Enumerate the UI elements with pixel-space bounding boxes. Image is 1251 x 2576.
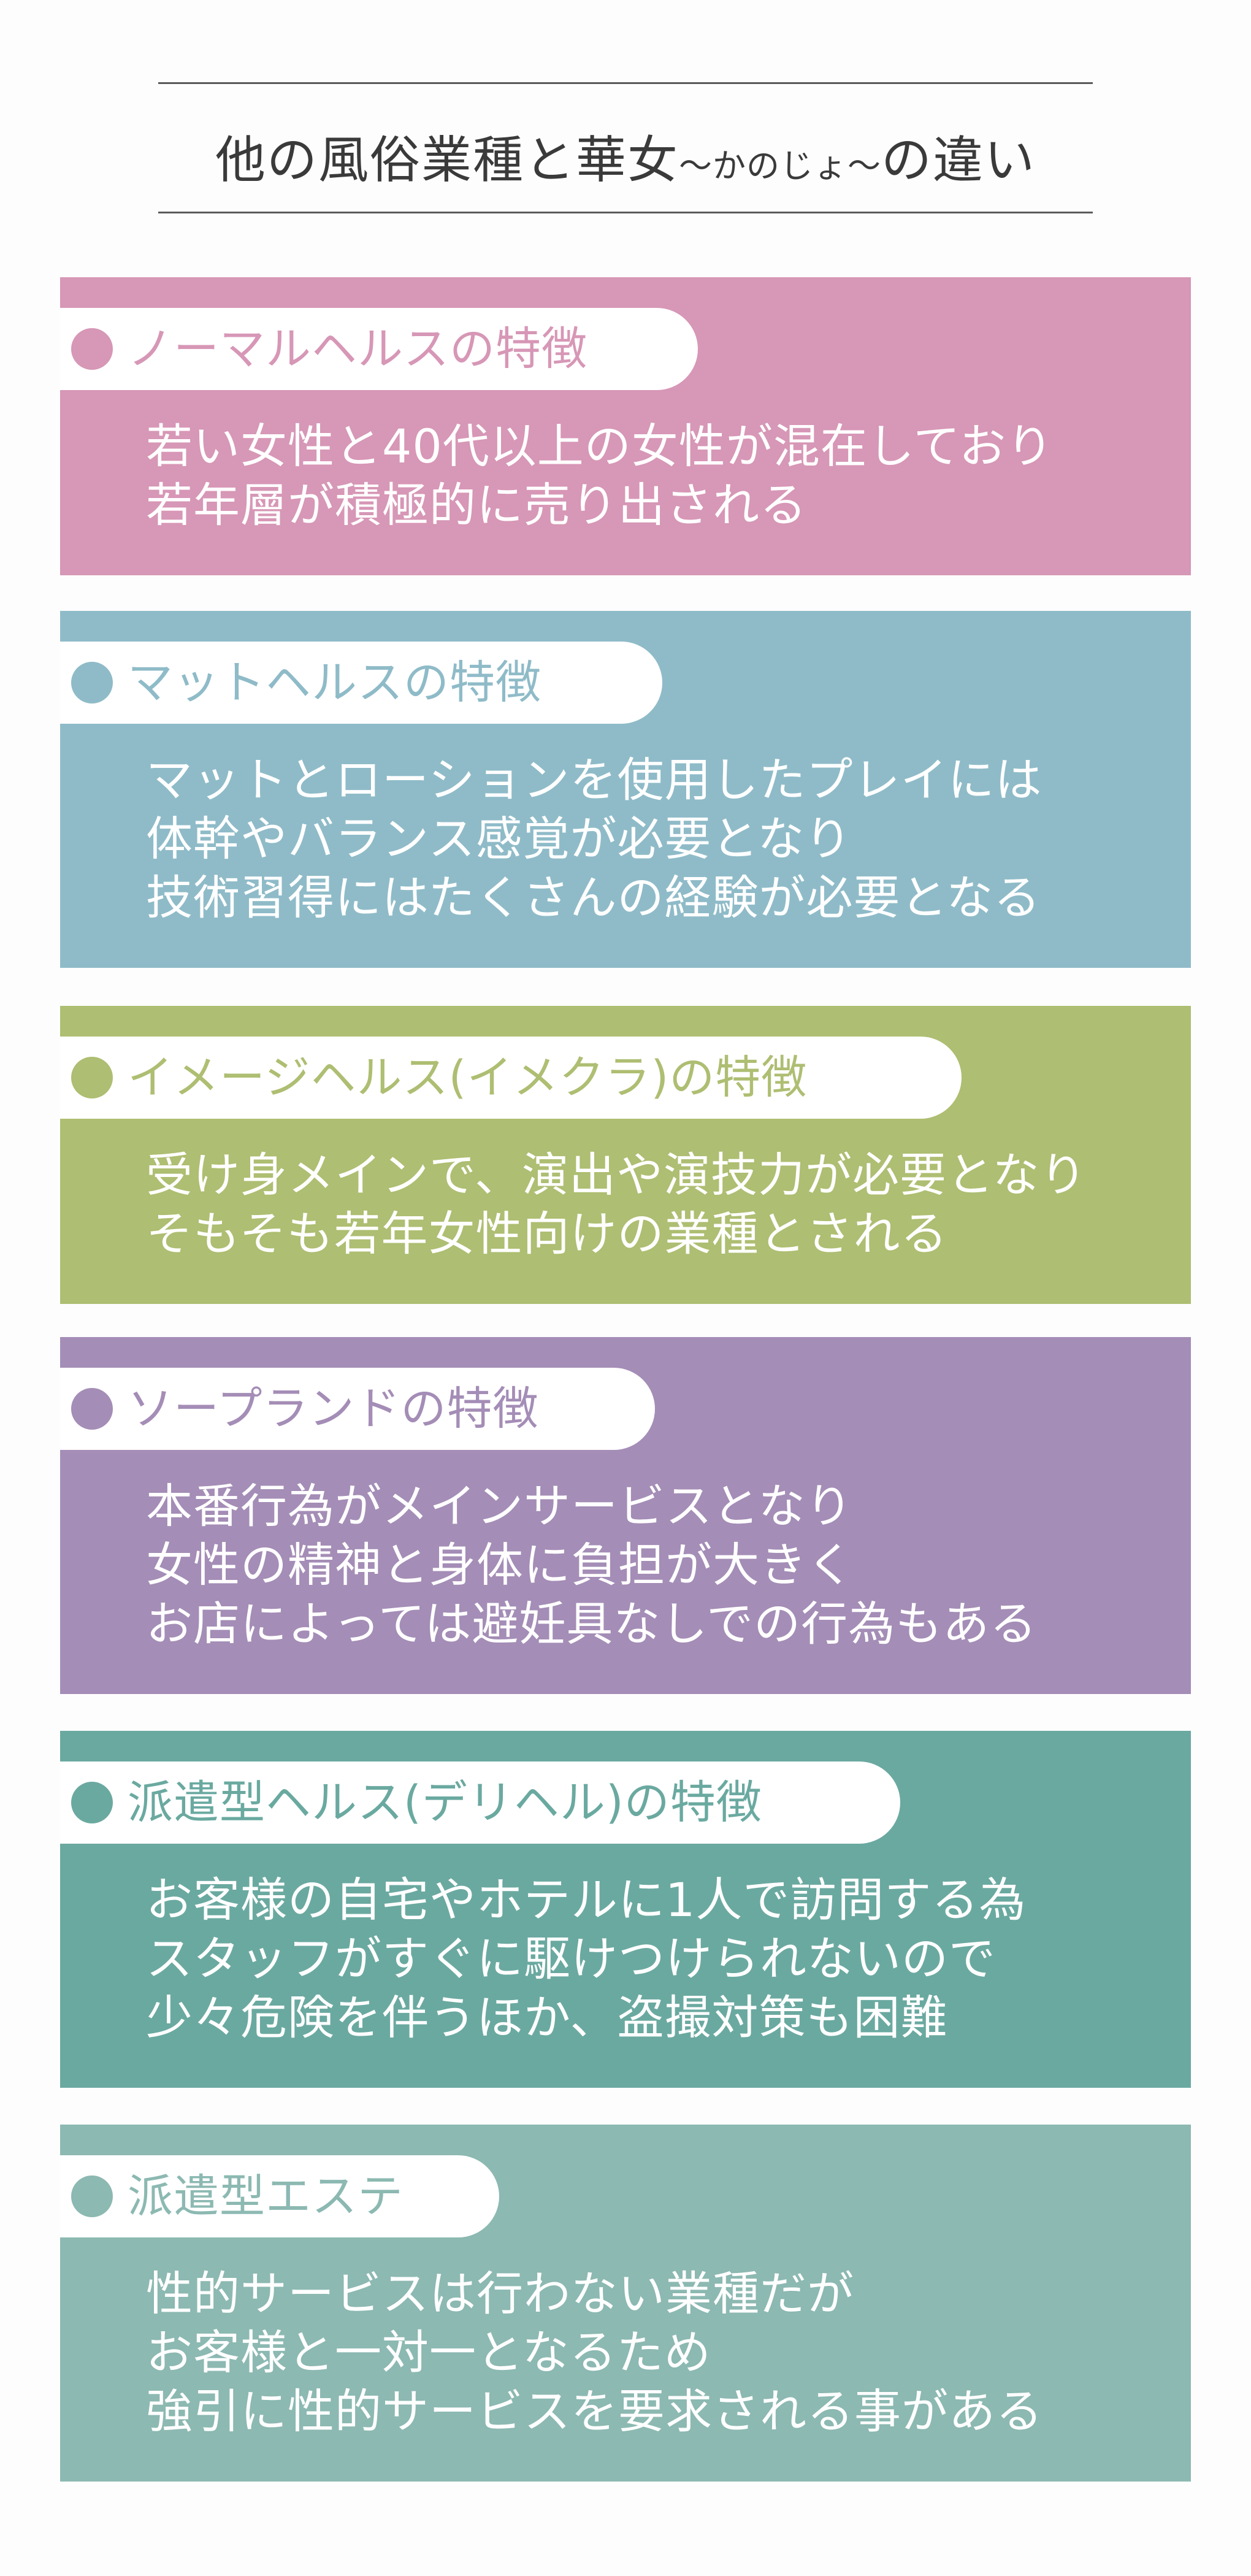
card-description: 性的サービスは行わない業種だが お客様と一対一となるため 強引に性的サービスを要… [146,2264,1154,2441]
card-title-pill: ノーマルヘルスの特徴 [60,308,698,390]
card-description-line: 強引に性的サービスを要求される事がある [146,2384,1043,2439]
card-description-line: 技術習得にはたくさんの経験が必要となる [146,870,1041,925]
bullet-dot-icon [71,1388,113,1430]
card-title: マットヘルスの特徴 [128,656,541,709]
bullet-dot-icon [71,2175,113,2217]
page-title-main: 他の風俗業種と華女 [215,131,679,190]
card-title: ソープランドの特徴 [128,1382,539,1435]
card-description-line: お客様の自宅やホテルに1人で訪問する為 [146,1873,1027,1927]
card-mat-health: マットヘルスの特徴 マットとローションを使用したプレイには 体幹やバランス感覚が… [60,611,1191,968]
card-description-line: 女性の精神と身体に負担が大きく [146,1538,854,1592]
card-description-line: 受け身メインで、演出や演技力が必要となり [146,1148,1087,1202]
bullet-dot-icon [71,328,113,370]
card-description: 受け身メインで、演出や演技力が必要となり そもそも若年女性向けの業種とされる [146,1146,1154,1263]
bullet-dot-icon [71,1782,113,1823]
page-title: 他の風俗業種と華女 〜かのじょ〜 の違い [158,119,1093,190]
card-description-line: お店によっては避妊具なしでの行為もある [146,1597,1038,1651]
card-description-line: そもそも若年女性向けの業種とされる [146,1206,948,1261]
bullet-dot-icon [71,1057,113,1098]
card-description-line: 若年層が積極的に売り出される [146,478,807,532]
card-description-line: マットとローションを使用したプレイには [146,753,1042,807]
card-description-line: 本番行為がメインサービスとなり [146,1479,853,1533]
card-title-pill: 派遣型ヘルス(デリヘル)の特徴 [60,1761,900,1844]
card-title: ノーマルヘルスの特徴 [128,323,587,375]
card-description-line: 体幹やバランス感覚が必要となり [146,811,852,866]
card-description-line: 性的サービスは行わない業種だが [146,2266,854,2321]
header-top-rule [158,82,1093,84]
card-description-line: 少々危険を伴うほか、盗撮対策も困難 [146,1990,948,2045]
header-bottom-rule [158,212,1093,213]
card-delivery-esthe: 派遣型エステ 性的サービスは行わない業種だが お客様と一対一となるため 強引に性… [60,2125,1191,2482]
page-title-kana: 〜かのじょ〜 [679,147,881,185]
card-normal-health: ノーマルヘルスの特徴 若い女性と40代以上の女性が混在しており 若年層が積極的に… [60,277,1191,575]
card-description-line: スタッフがすぐに駆けつけられないので [146,1931,996,1986]
card-delivery-health: 派遣型ヘルス(デリヘル)の特徴 お客様の自宅やホテルに1人で訪問する為 スタッフ… [60,1731,1191,2088]
card-title: 派遣型エステ [128,2170,404,2223]
card-soapland: ソープランドの特徴 本番行為がメインサービスとなり 女性の精神と身体に負担が大き… [60,1337,1191,1694]
card-description-line: お客様と一対一となるため [146,2325,711,2380]
card-title-pill: イメージヘルス(イメクラ)の特徴 [60,1037,962,1119]
card-image-health: イメージヘルス(イメクラ)の特徴 受け身メインで、演出や演技力が必要となり そも… [60,1006,1191,1304]
card-title: 派遣型ヘルス(デリヘル)の特徴 [128,1776,762,1829]
page-header: 他の風俗業種と華女 〜かのじょ〜 の違い [158,82,1093,213]
bullet-dot-icon [71,662,113,703]
card-description-line: 若い女性と40代以上の女性が混在しており [146,419,1054,473]
card-description: 本番行為がメインサービスとなり 女性の精神と身体に負担が大きく お店によっては避… [146,1477,1154,1654]
card-description: 若い女性と40代以上の女性が混在しており 若年層が積極的に売り出される [146,417,1154,535]
card-description: マットとローションを使用したプレイには 体幹やバランス感覚が必要となり 技術習得… [146,751,1154,927]
card-title-pill: マットヘルスの特徴 [60,642,662,724]
card-title-pill: ソープランドの特徴 [60,1368,655,1450]
page-title-end: の違い [881,131,1036,190]
card-description: お客様の自宅やホテルに1人で訪問する為 スタッフがすぐに駆けつけられないので 少… [146,1871,1154,2047]
card-title-pill: 派遣型エステ [60,2155,499,2237]
card-title: イメージヘルス(イメクラ)の特徴 [128,1051,808,1104]
